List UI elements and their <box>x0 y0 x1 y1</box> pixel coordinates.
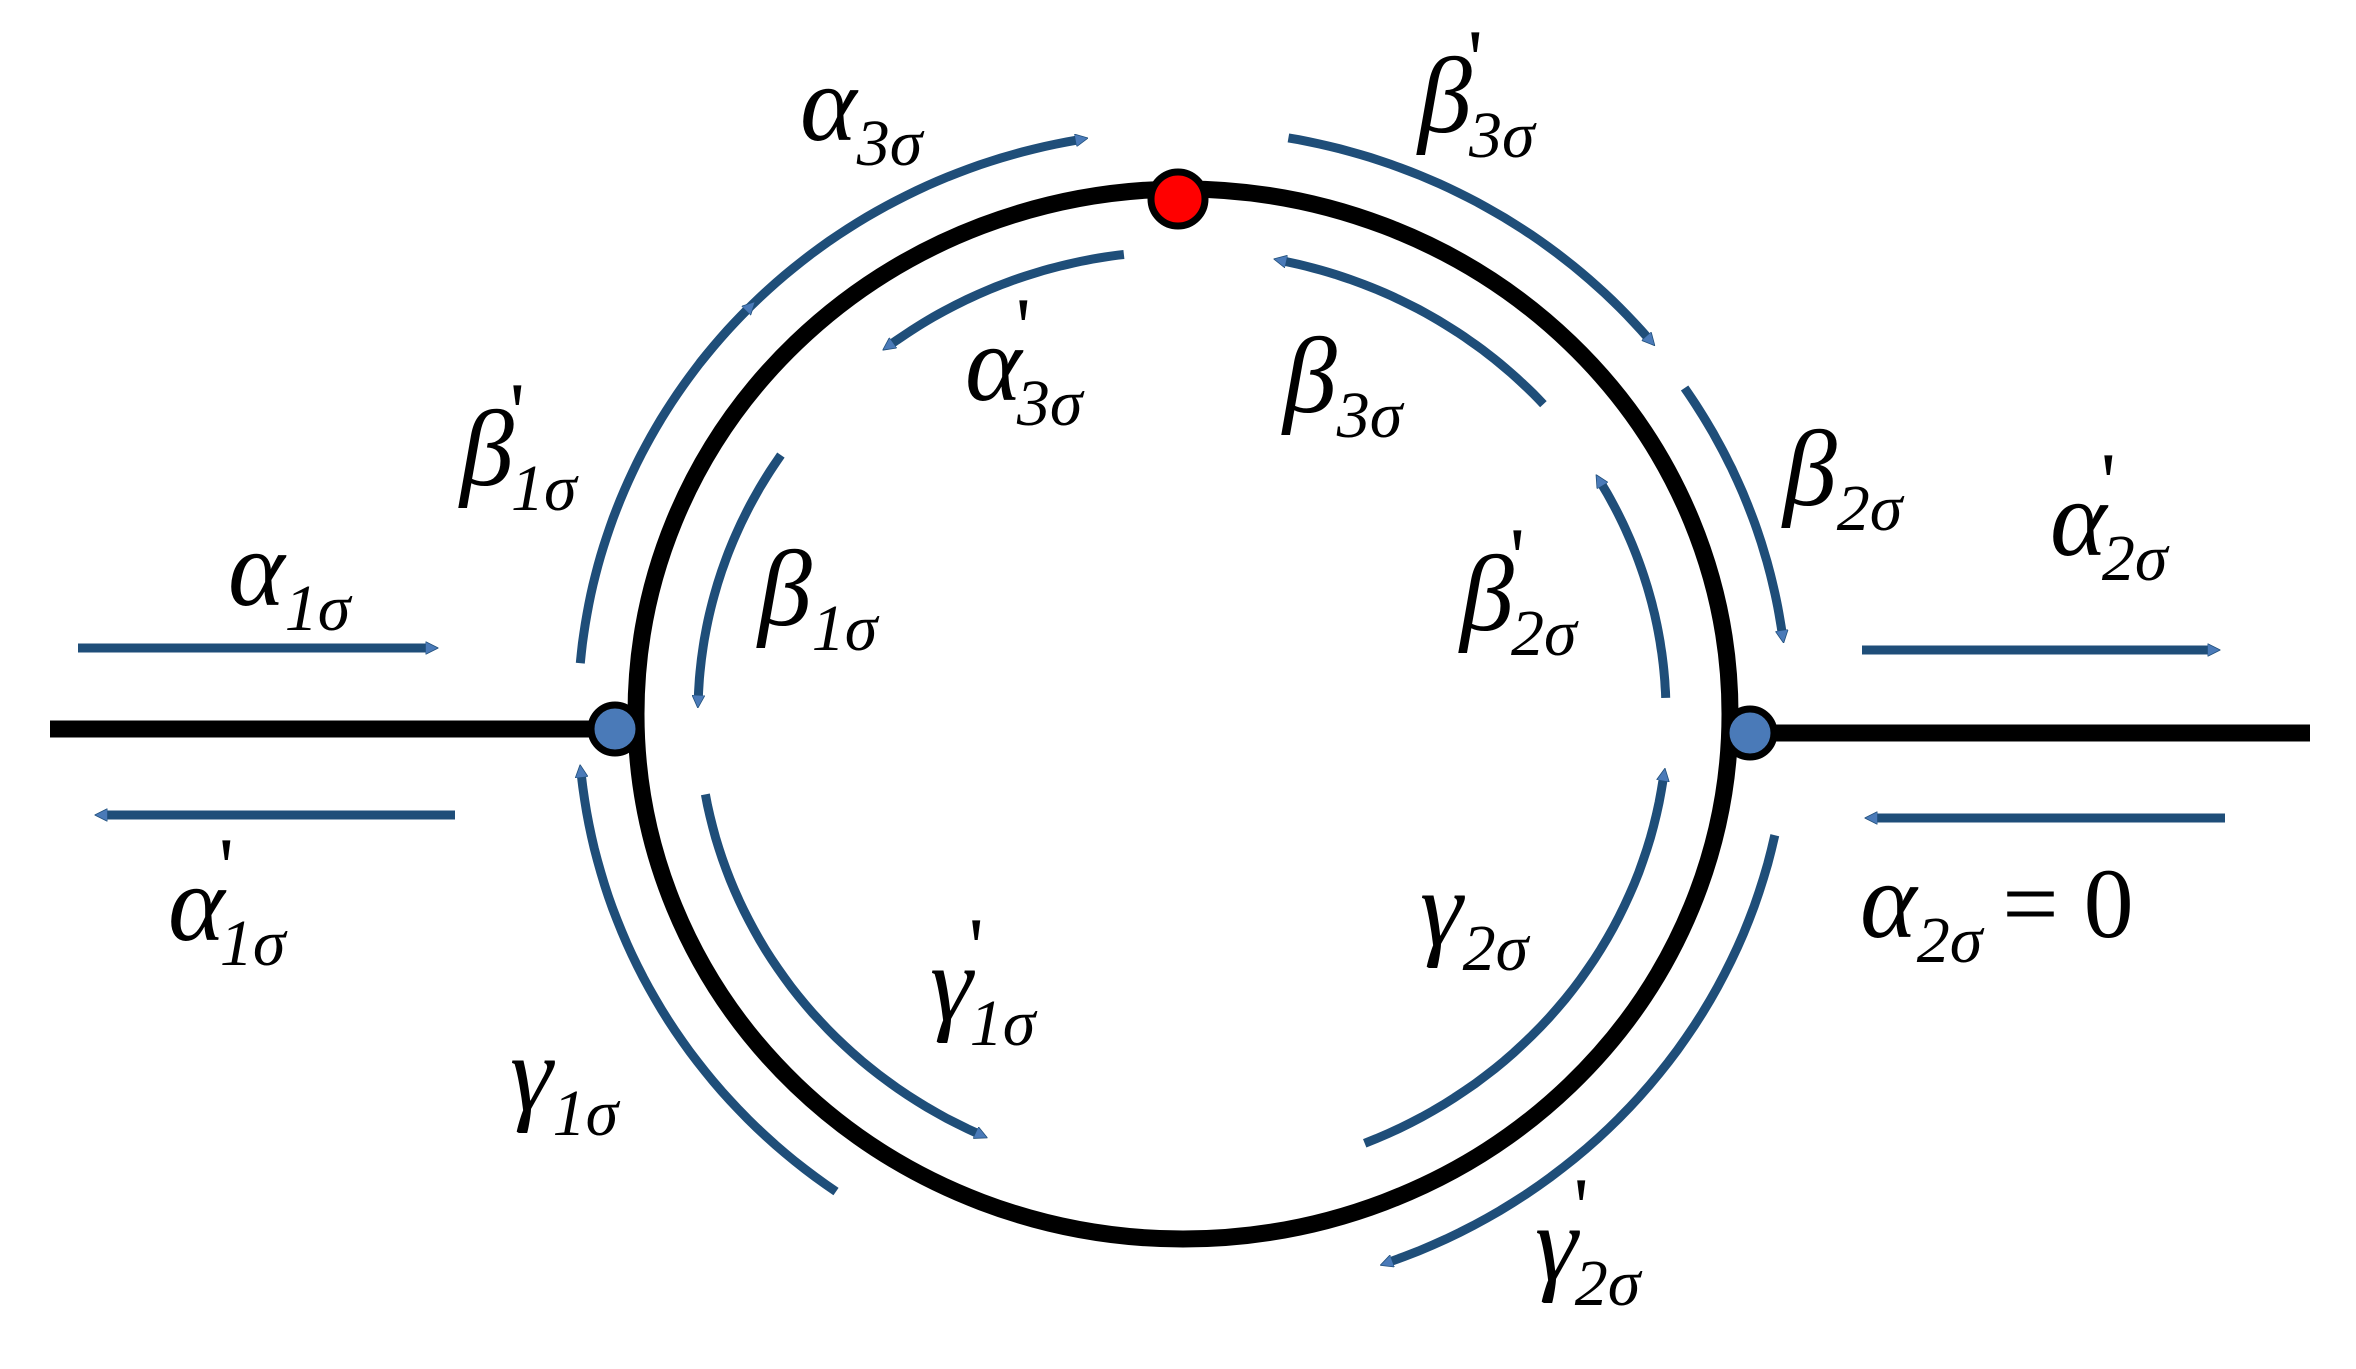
arrow-gamma2-prime <box>1390 834 1780 1262</box>
label-alpha1: α1σ <box>228 510 353 645</box>
circulating-wave-arrows <box>580 138 1782 1262</box>
arrow-beta1 <box>698 452 785 698</box>
arrow-beta2-prime <box>1601 484 1671 699</box>
ring-resonator <box>627 180 1739 1248</box>
label-gamma1-prime: γ'1σ <box>930 901 1038 1060</box>
label-alpha3-prime: α'3σ <box>965 281 1085 440</box>
label-beta3-prime: β'3σ <box>1416 13 1537 172</box>
arrow-beta3 <box>1284 261 1547 408</box>
label-gamma1: γ1σ <box>510 1015 621 1150</box>
label-gamma2-prime: γ'2σ <box>1535 1161 1643 1320</box>
label-beta3: β3σ <box>1281 317 1405 452</box>
arrow-beta3-prime <box>1287 133 1648 338</box>
arrow-alpha3-prime <box>891 250 1125 345</box>
right-coupling-node <box>1722 705 1778 761</box>
arrow-gamma1 <box>581 775 839 1196</box>
arrow-beta2 <box>1680 385 1783 633</box>
label-alpha2-prime: α'2σ <box>2050 436 2170 595</box>
label-beta1-prime: β'1σ <box>458 366 579 525</box>
label-gamma2: γ2σ <box>1420 850 1531 985</box>
label-beta2: β2σ <box>1781 410 1905 545</box>
label-alpha1-prime: α'1σ <box>168 821 288 980</box>
label-alpha2-equals-zero: α2σ= 0 <box>1860 842 2134 977</box>
arrow-gamma1-prime <box>700 793 978 1133</box>
arrow-gamma2 <box>1363 778 1664 1148</box>
left-coupling-node <box>587 701 643 757</box>
label-beta1: β1σ <box>756 530 880 665</box>
label-alpha3: α3σ <box>800 45 925 180</box>
top-scatterer-node <box>1147 168 1209 230</box>
arrow-beta1-prime <box>575 309 748 664</box>
label-beta2-prime: β'2σ <box>1458 511 1579 670</box>
